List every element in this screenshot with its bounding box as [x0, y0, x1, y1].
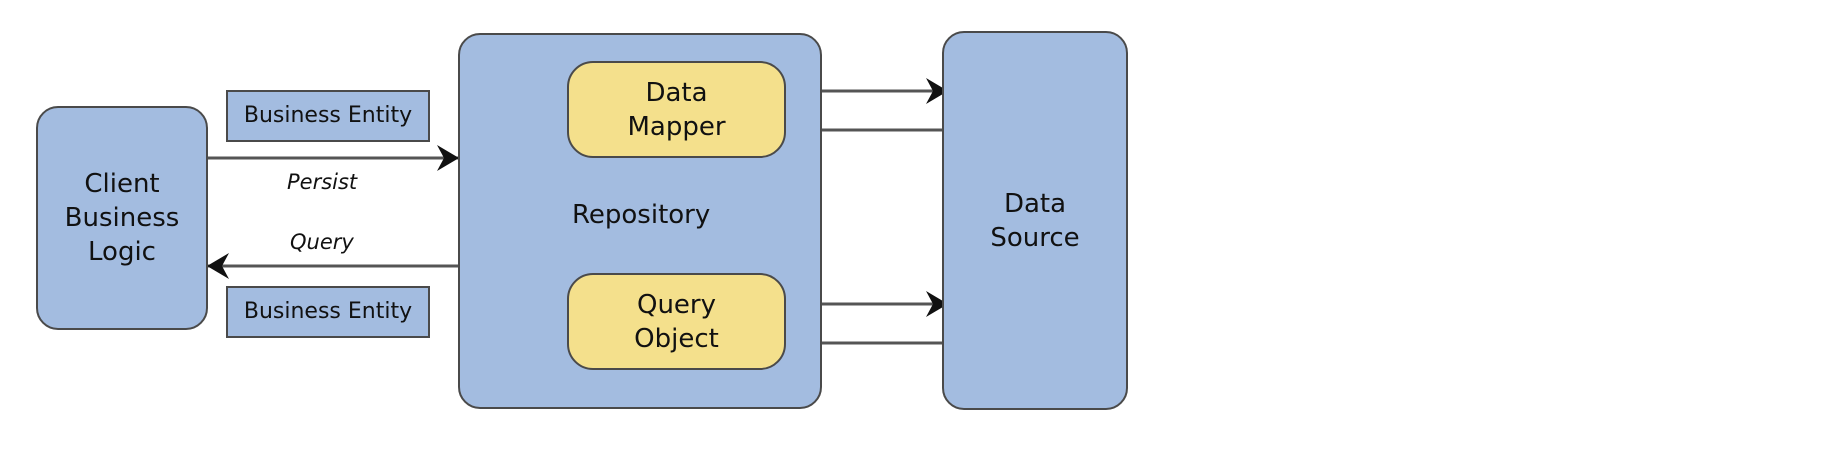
persist-label: Persist — [287, 170, 358, 194]
data-source-label: Data Source — [990, 188, 1080, 253]
client-business-logic-box: Client Business Logic — [36, 106, 208, 330]
data-mapper-label: Data Mapper — [627, 77, 726, 142]
business-entity-bottom-label: Business Entity — [243, 299, 413, 324]
data-source-box: Data Source — [942, 31, 1128, 410]
query-label: Query — [290, 230, 354, 254]
business-entity-top-box: Business Entity — [226, 90, 430, 142]
business-entity-bottom-box: Business Entity — [226, 286, 430, 338]
business-entity-top-label: Business Entity — [243, 103, 413, 128]
data-mapper-box: Data Mapper — [567, 61, 786, 158]
repository-label: Repository — [572, 200, 711, 230]
query-object-box: Query Object — [567, 273, 786, 370]
query-object-label: Query Object — [634, 289, 719, 354]
client-business-logic-label: Client Business Logic — [64, 169, 180, 267]
